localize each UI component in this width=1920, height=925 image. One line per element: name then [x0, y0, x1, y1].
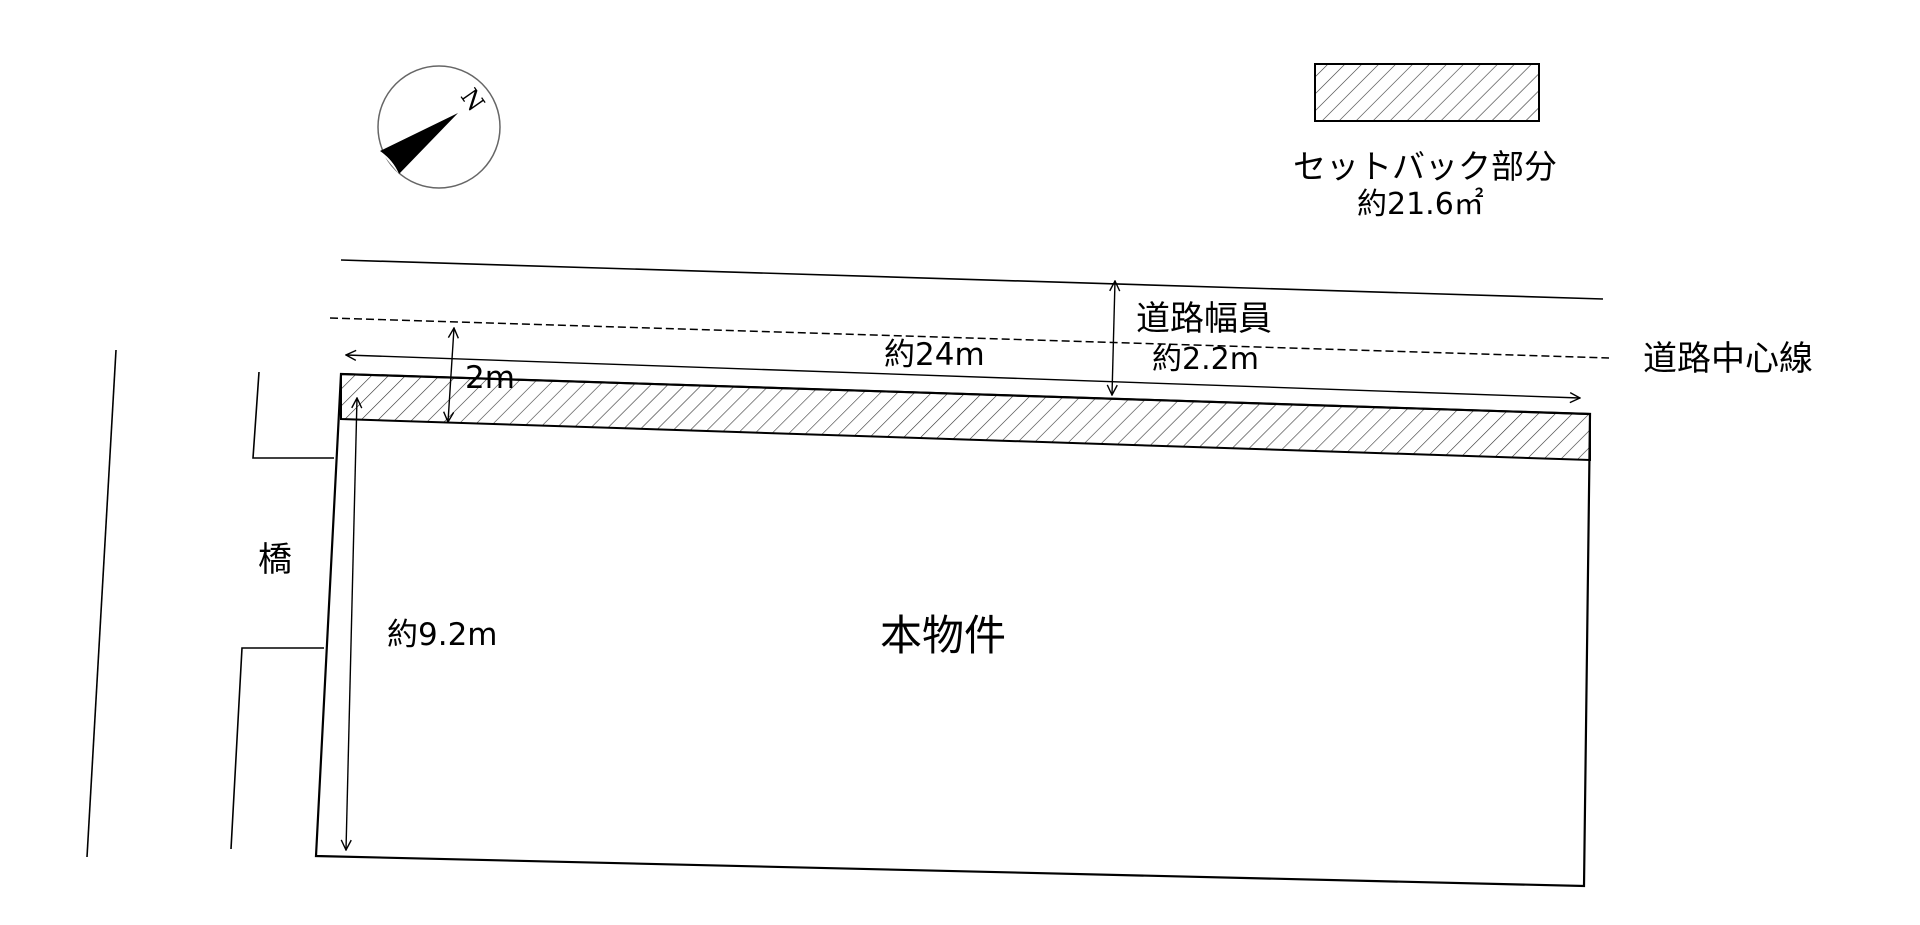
road-centerline-label: 道路中心線 — [1643, 339, 1813, 379]
setback-dimension-arrow — [448, 328, 454, 422]
road-centerline — [329, 317, 1610, 359]
north-arrow-icon — [377, 65, 501, 189]
side-depth-dimension-arrow — [346, 398, 357, 850]
legend-hatch-swatch — [1314, 63, 1540, 122]
property-label: 本物件 — [880, 611, 1007, 660]
setback-dimension-label: 2m — [465, 360, 515, 396]
bridge-lower-edge — [230, 647, 324, 850]
frontage-dimension-arrow — [346, 355, 1580, 398]
frontage-dimension-label: 約24m — [884, 337, 985, 373]
road-width-value: 約2.2m — [1152, 342, 1259, 377]
bridge-upper-edge — [252, 371, 334, 459]
bridge-label: 橋 — [258, 540, 292, 580]
road-width-dimension-arrow — [1112, 281, 1115, 395]
road-width-title: 道路幅員 — [1136, 299, 1272, 339]
road-edge-line — [340, 259, 1604, 300]
legend-title: セットバック部分 — [1293, 147, 1557, 186]
canal-edge-line — [86, 349, 117, 858]
setback-area — [340, 372, 1591, 462]
legend-area-value: 約21.6㎡ — [1357, 187, 1484, 222]
side-depth-dimension-label: 約9.2m — [387, 617, 498, 653]
